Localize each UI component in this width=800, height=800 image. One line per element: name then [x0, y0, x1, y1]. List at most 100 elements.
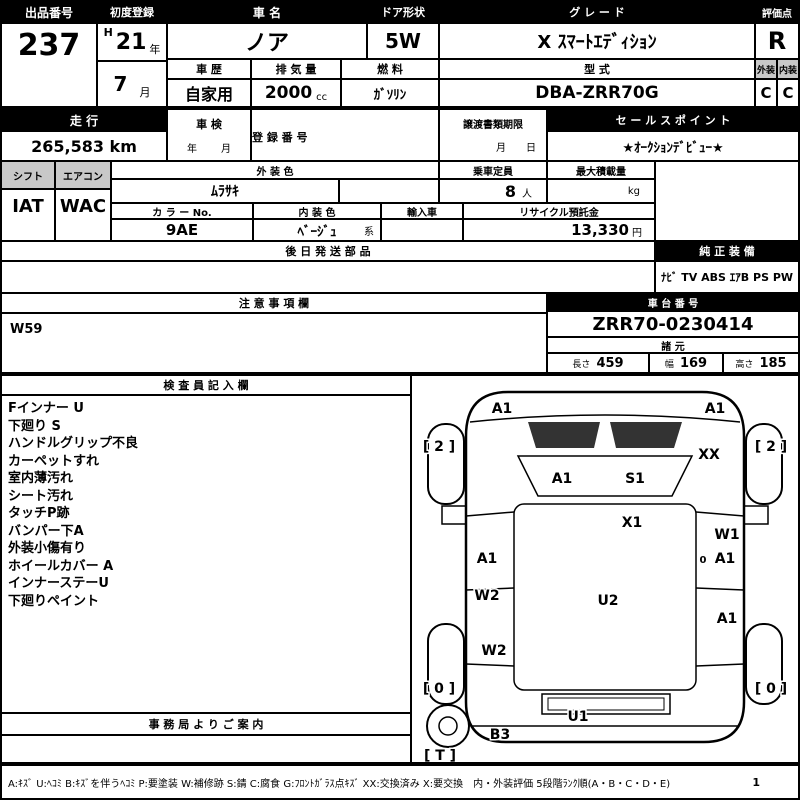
door-seam-left-1 [465, 511, 515, 517]
displacement-header: 排 気 量 [252, 60, 340, 78]
recycle-unit: 円 [632, 228, 642, 239]
genuine-equipment-header: 純 正 装 備 [656, 242, 798, 260]
inspector-note-item: 外装小傷有り [8, 541, 87, 556]
interior-color-value: ﾍﾞｰｼﾞｭ [297, 224, 337, 240]
transfer-label: 譲渡書類期限 [463, 120, 523, 131]
exterior-color-header: 外 装 色 [112, 162, 438, 178]
mirror-left [441, 505, 467, 525]
capacity-value: 8 [504, 181, 516, 201]
door-shape-value: 5W [368, 24, 438, 58]
capacity-value-cell: 8 人 [440, 180, 546, 202]
windshield-outline [516, 455, 694, 497]
diagram-label-XX: XX [698, 447, 720, 463]
inspector-note-item: 下廻り S [8, 418, 61, 434]
spare-tire-outer [426, 704, 470, 748]
later-parts-header: 後 日 発 送 部 品 [2, 242, 654, 260]
interior-color-header: 内 装 色 [254, 204, 380, 218]
diagram-label-X1: X1 [622, 515, 643, 531]
mirror-right [743, 505, 769, 525]
interior-header: 内装 [778, 60, 798, 78]
sales-point-value: ★ｵｰｸｼｮﾝﾃﾞﾋﾞｭｰ★ [548, 132, 798, 160]
diagram-label-2: [ 2 ] [423, 439, 455, 455]
spec-length-label: 長さ [572, 359, 591, 370]
car-body-outline [464, 390, 746, 744]
right-blank-cell [656, 162, 798, 240]
door-seam-right-3 [695, 663, 745, 667]
interior-score-value: C [778, 80, 798, 106]
capacity-header: 乗車定員 [440, 162, 546, 178]
fuel-value: ｶﾞｿﾘﾝ [342, 80, 438, 106]
era-letter: H [103, 26, 113, 39]
recycle-value-cell: 13,330 円 [464, 220, 654, 240]
exterior-color-extra-cell [340, 180, 438, 202]
diagram-label-T: [ T ] [424, 748, 456, 762]
inspector-note-item: カーペットすれ [8, 453, 100, 469]
inspection-cell: 車 検 年 月 [168, 110, 250, 160]
office-info-header: 事 務 局 よ り ご 案 内 [2, 714, 410, 734]
diagram-label-U2: U2 [597, 593, 618, 609]
inspector-note-item: ハンドルグリップ不良 [8, 436, 139, 451]
wheel-rear-left [427, 623, 465, 705]
interior-color-suffix: 系 [364, 227, 374, 238]
import-header: 輸入車 [382, 204, 462, 218]
wheel-front-right [745, 423, 783, 505]
first-reg-month: 7 [113, 72, 128, 96]
legend-text: A:ｷｽﾞ U:ﾍｺﾐ B:ｷｽﾞを伴うﾍｺﾐ P:要塗装 W:補修跡 S:錆 … [8, 778, 671, 790]
chassis-no-value: ZRR70-0230414 [548, 312, 798, 336]
inspection-month-unit: 月 [221, 143, 231, 155]
diagram-label-W1: W1 [714, 527, 739, 543]
rear-window-inner [547, 697, 665, 711]
genuine-equipment-value: ﾅﾋﾞ TV ABS ｴｱB PS PW [656, 262, 798, 292]
mileage-value: 265,583 km [2, 132, 166, 160]
car-name-header: 車 名 [168, 2, 366, 22]
diagram-label-A1: A1 [552, 471, 573, 487]
auction-no-header: 出品番号 [2, 2, 96, 22]
caution-box: W59 [2, 314, 546, 372]
door-seam-right-1 [695, 511, 745, 517]
diagram-label-0: [ 0 ] [755, 681, 787, 697]
diagram-label-A1: A1 [715, 551, 736, 567]
diagram-label-W2: W2 [481, 643, 506, 659]
diagram-label-A1: A1 [492, 401, 513, 417]
displacement-value: 2000 [264, 83, 313, 103]
history-value: 自家用 [168, 80, 250, 106]
spec-length-cell: 長さ 459 [548, 354, 648, 372]
recycle-header: リサイクル預託金 [464, 204, 654, 218]
hood-line [469, 414, 741, 423]
transfer-deadline-cell: 譲渡書類期限 月 日 [440, 110, 546, 160]
page-number: 1 [752, 775, 760, 789]
score-value: R [756, 24, 798, 58]
inspection-units: 年 月 [187, 140, 231, 155]
diagram-label-0: [ 0 ] [423, 681, 455, 697]
registration-label: 登 録 番 号 [252, 130, 308, 144]
diagram-label-B3: B3 [490, 727, 510, 743]
wheel-front-left [427, 423, 465, 505]
color-no-value: 9AE [112, 220, 252, 240]
grade-header: グ レ ー ド [440, 2, 754, 22]
inspector-header: 検 査 員 記 入 欄 [2, 376, 410, 394]
inspector-note-item: バンパー下A [8, 523, 84, 539]
car-name-value: ノア [168, 24, 366, 58]
color-no-header: カ ラ ー No. [112, 204, 252, 218]
door-seam-right-2 [695, 587, 745, 591]
rear-window-outer [541, 693, 671, 715]
first-reg-year-cell: H 21 年 [98, 24, 166, 60]
diagram-label-U1: U1 [567, 709, 588, 725]
diagram-label-0: 0 [700, 555, 707, 566]
import-value-cell [382, 220, 462, 240]
spec-width-value: 169 [679, 355, 708, 371]
auction-no-value: 237 [2, 24, 96, 106]
legend-bar: A:ｷｽﾞ U:ﾍｺﾐ B:ｷｽﾞを伴うﾍｺﾐ P:要塗装 W:補修跡 S:錆 … [2, 766, 798, 798]
door-seam-left-3 [465, 663, 515, 667]
spec-height-label: 高さ [735, 359, 754, 370]
first-reg-year: 21 [115, 29, 147, 55]
transfer-units: 月 日 [496, 139, 546, 154]
chassis-no-header: 車 台 番 号 [548, 294, 798, 310]
diagram-label-A1: A1 [705, 401, 726, 417]
exterior-header: 外装 [756, 60, 776, 78]
max-load-header: 最大積載量 [548, 162, 654, 178]
